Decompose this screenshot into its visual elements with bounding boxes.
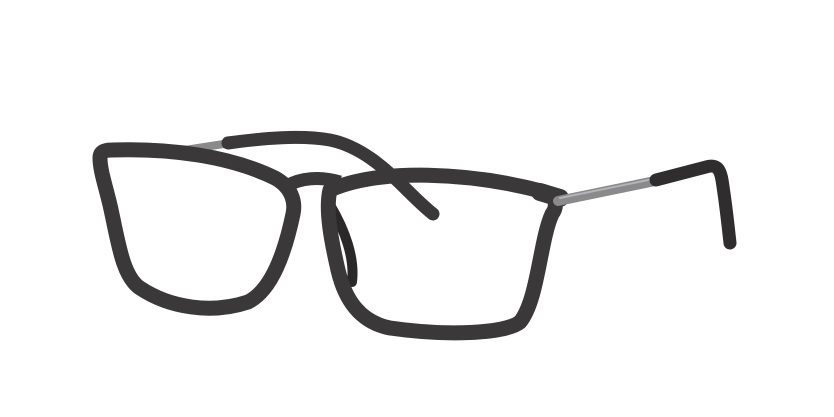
near-temple-arm [553,159,737,250]
right-lens-rim [320,167,563,341]
left-lens-rim [92,142,302,316]
